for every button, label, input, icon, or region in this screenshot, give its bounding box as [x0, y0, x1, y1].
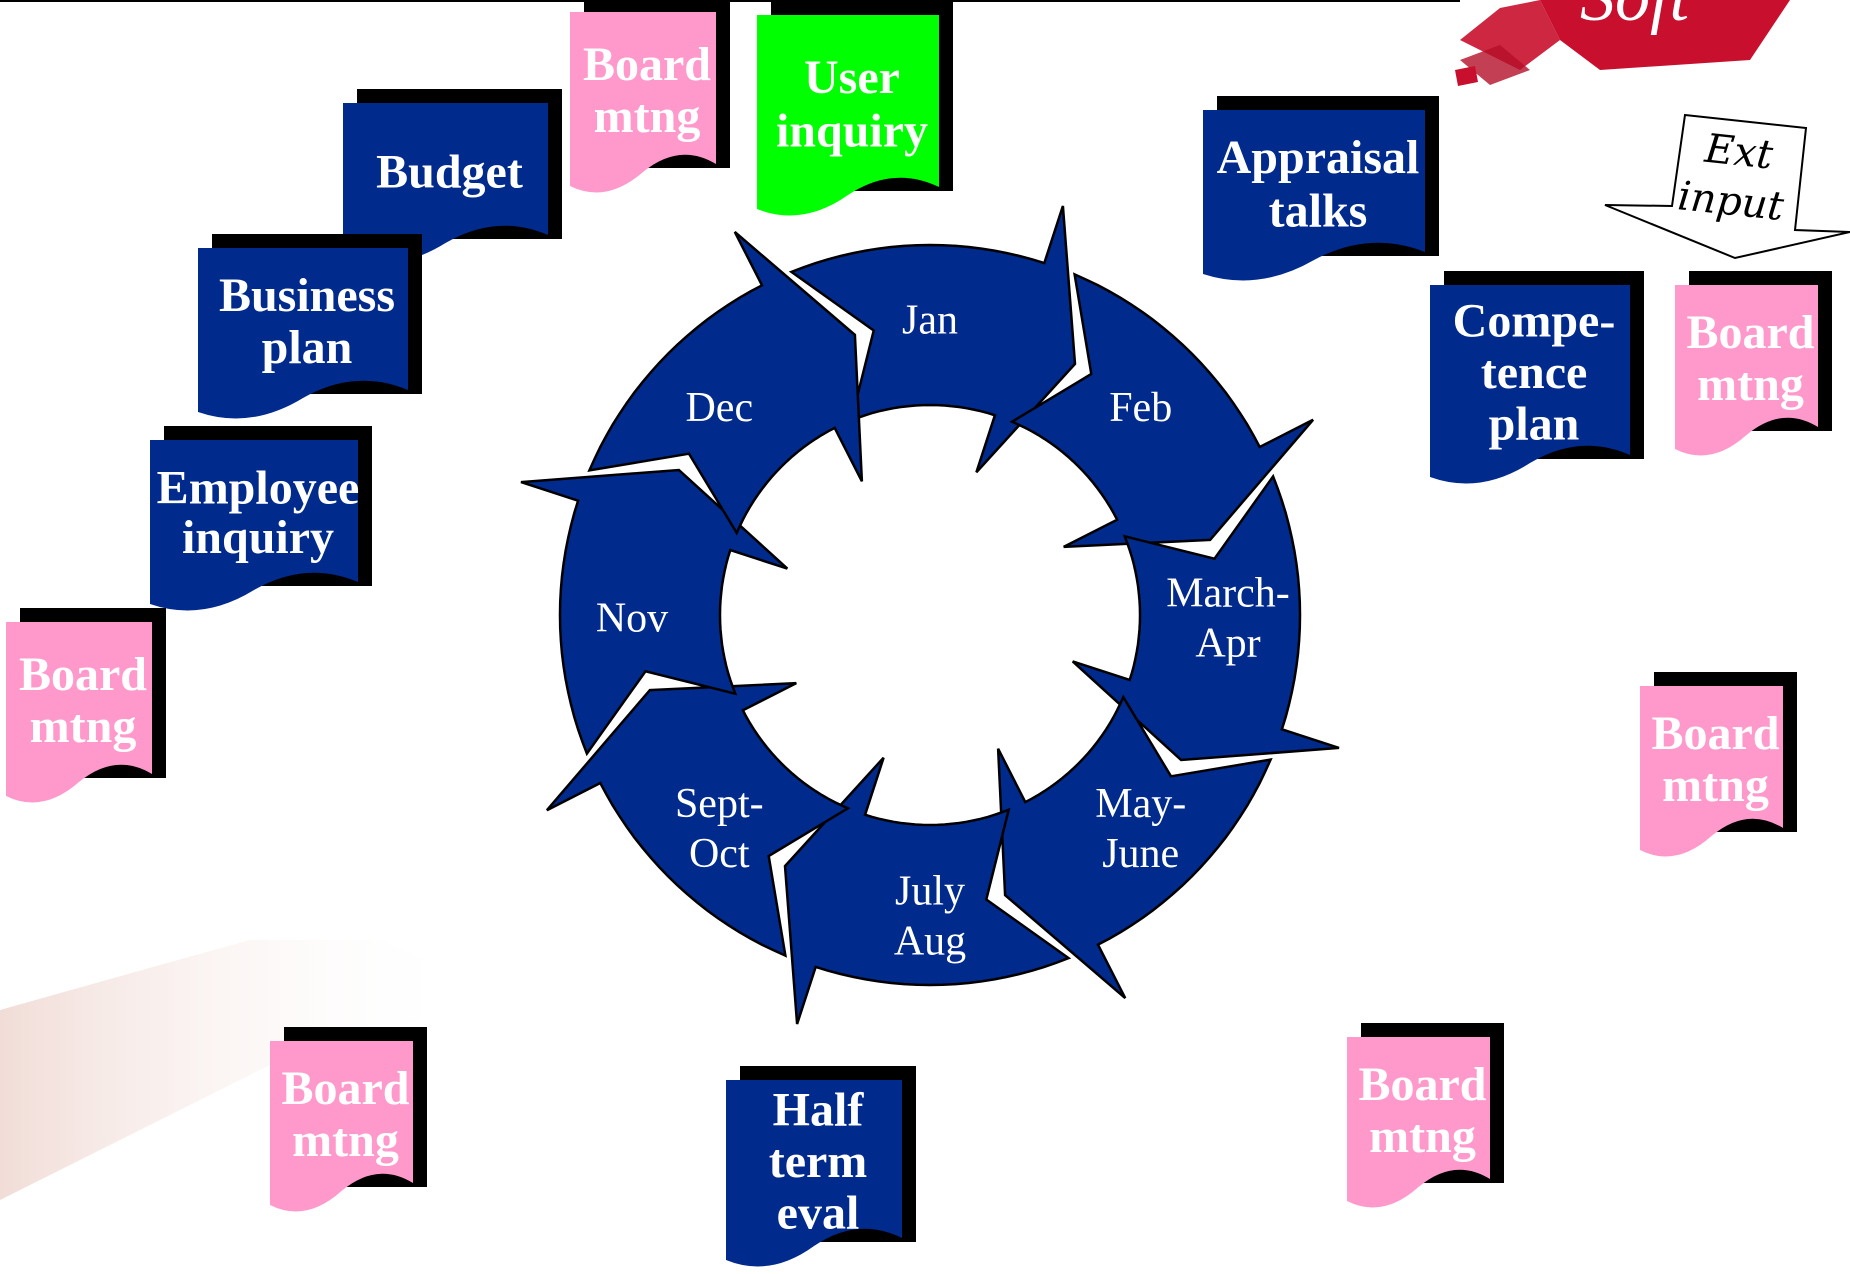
ring-arrow-july-aug	[783, 756, 1072, 1025]
ring-label-jan: Jan	[902, 298, 958, 344]
ring-arrow-may-june	[996, 694, 1273, 1000]
ext-input-arrow: Extinput	[1604, 113, 1850, 260]
ring-label-march-apr: March-Apr	[1166, 571, 1290, 667]
ext-input-label: Extinput	[1676, 124, 1792, 231]
doc-budget-label: Budget	[376, 146, 523, 199]
company-logo: Soft	[1455, 0, 1790, 86]
ring-label-feb: Feb	[1109, 385, 1172, 431]
ring-arrow-feb	[1009, 272, 1315, 549]
ring-arrow-march-apr	[1071, 473, 1340, 762]
logo-text: Soft	[1580, 0, 1690, 36]
ring-arrow-dec	[587, 230, 864, 536]
ring-label-may-june: May-June	[1095, 781, 1186, 877]
ring-arrow-nov	[520, 468, 789, 757]
background-decoration	[0, 940, 470, 1200]
ring-label-nov: Nov	[596, 596, 668, 642]
ring-label-dec: Dec	[685, 385, 753, 431]
ring-label-sept-oct: Sept-Oct	[675, 781, 764, 877]
ring-arrow-sept-oct	[545, 681, 851, 958]
doc-budget: Budget	[343, 89, 562, 264]
ring-arrow-jan	[788, 205, 1077, 474]
